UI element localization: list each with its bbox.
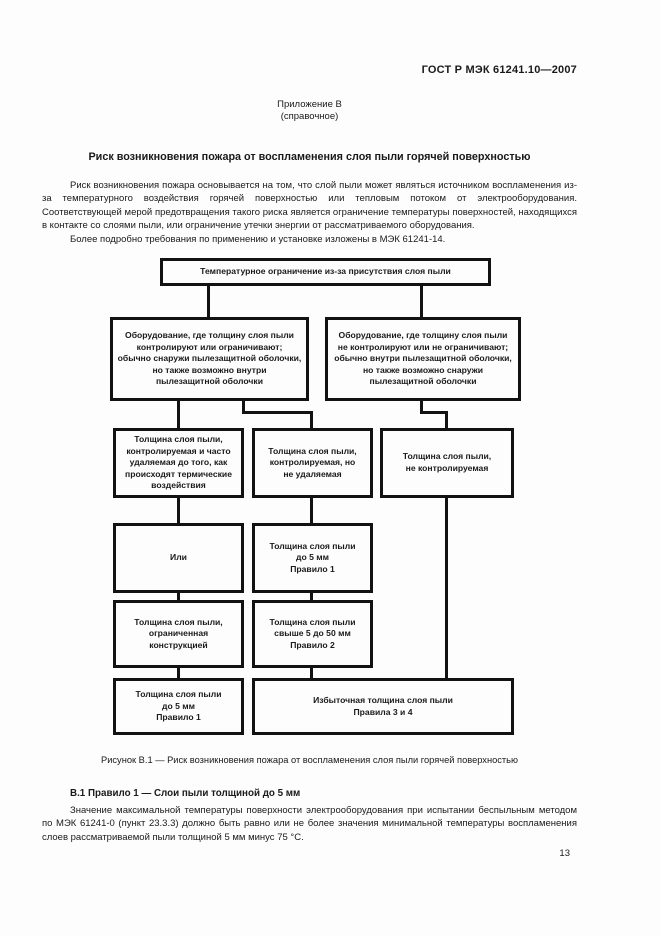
flowchart-box-over-5-to-50mm-rule2: Толщина слоя пыли свыше 5 до 50 мм Прави… (252, 600, 373, 668)
connector-line (420, 411, 448, 414)
connector-line (445, 498, 448, 678)
section-heading: В.1 Правило 1 — Слои пыли толщиной до 5 … (70, 788, 301, 799)
appendix-block: Приложение В (справочное) (42, 99, 577, 123)
connector-line (177, 498, 180, 523)
appendix-label: Приложение В (277, 99, 342, 110)
flowchart-box-upto-5mm-rule1: Толщина слоя пыли до 5 мм Правило 1 (252, 523, 373, 593)
intro-paragraph-2: Более подробно требования по применению … (70, 233, 446, 245)
section-body: Значение максимальной температуры поверх… (42, 804, 577, 844)
section-paragraph: Значение максимальной температуры поверх… (42, 805, 577, 843)
connector-line (310, 498, 313, 523)
intro-paragraphs: Риск возникновения пожара основывается н… (42, 179, 577, 246)
connector-line (445, 411, 448, 428)
connector-line (310, 593, 313, 600)
flowchart-box-or: Или (113, 523, 244, 593)
appendix-note: (справочное) (280, 111, 339, 122)
connector-line (420, 286, 423, 317)
connector-line (420, 401, 423, 414)
connector-line (242, 401, 245, 414)
flowchart-box-layer-not-removed: Толщина слоя пыли, контролируемая, но не… (252, 428, 373, 498)
flowchart-box-limited-by-design: Толщина слоя пыли, ограниченная конструк… (113, 600, 244, 668)
flowchart-box-layer-not-controlled: Толщина слоя пыли, не контролируемая (380, 428, 514, 498)
intro-paragraph-1: Риск возникновения пожара основывается н… (42, 180, 577, 232)
connector-line (177, 401, 180, 428)
connector-line (310, 668, 313, 678)
flowchart-box-layer-removed: Толщина слоя пыли, контролируемая и част… (113, 428, 244, 498)
standard-number: ГОСТ Р МЭК 61241.10—2007 (421, 64, 577, 76)
connector-line (207, 286, 210, 317)
flowchart-figure: Температурное ограничение из-за присутст… (0, 258, 661, 740)
connector-line (310, 411, 313, 428)
flowchart-box-excessive-rules-3-4: Избыточная толщина слоя пыли Правила 3 и… (252, 678, 514, 735)
connector-line (177, 668, 180, 678)
flowchart-box-equipment-controlled: Оборудование, где толщину слоя пыли конт… (110, 317, 309, 401)
flowchart-box-temperature-limitation: Температурное ограничение из-за присутст… (160, 258, 491, 286)
figure-caption: Рисунок В.1 — Риск возникновения пожара … (101, 755, 518, 765)
flowchart-box-upto-5mm-rule1-bottom: Толщина слоя пыли до 5 мм Правило 1 (113, 678, 244, 735)
page-title: Риск возникновения пожара от воспламенен… (88, 151, 531, 163)
connector-line (242, 411, 313, 414)
flowchart-box-equipment-uncontrolled: Оборудование, где толщину слоя пыли не к… (325, 317, 521, 401)
connector-line (177, 593, 180, 600)
page-number: 13 (559, 848, 570, 859)
